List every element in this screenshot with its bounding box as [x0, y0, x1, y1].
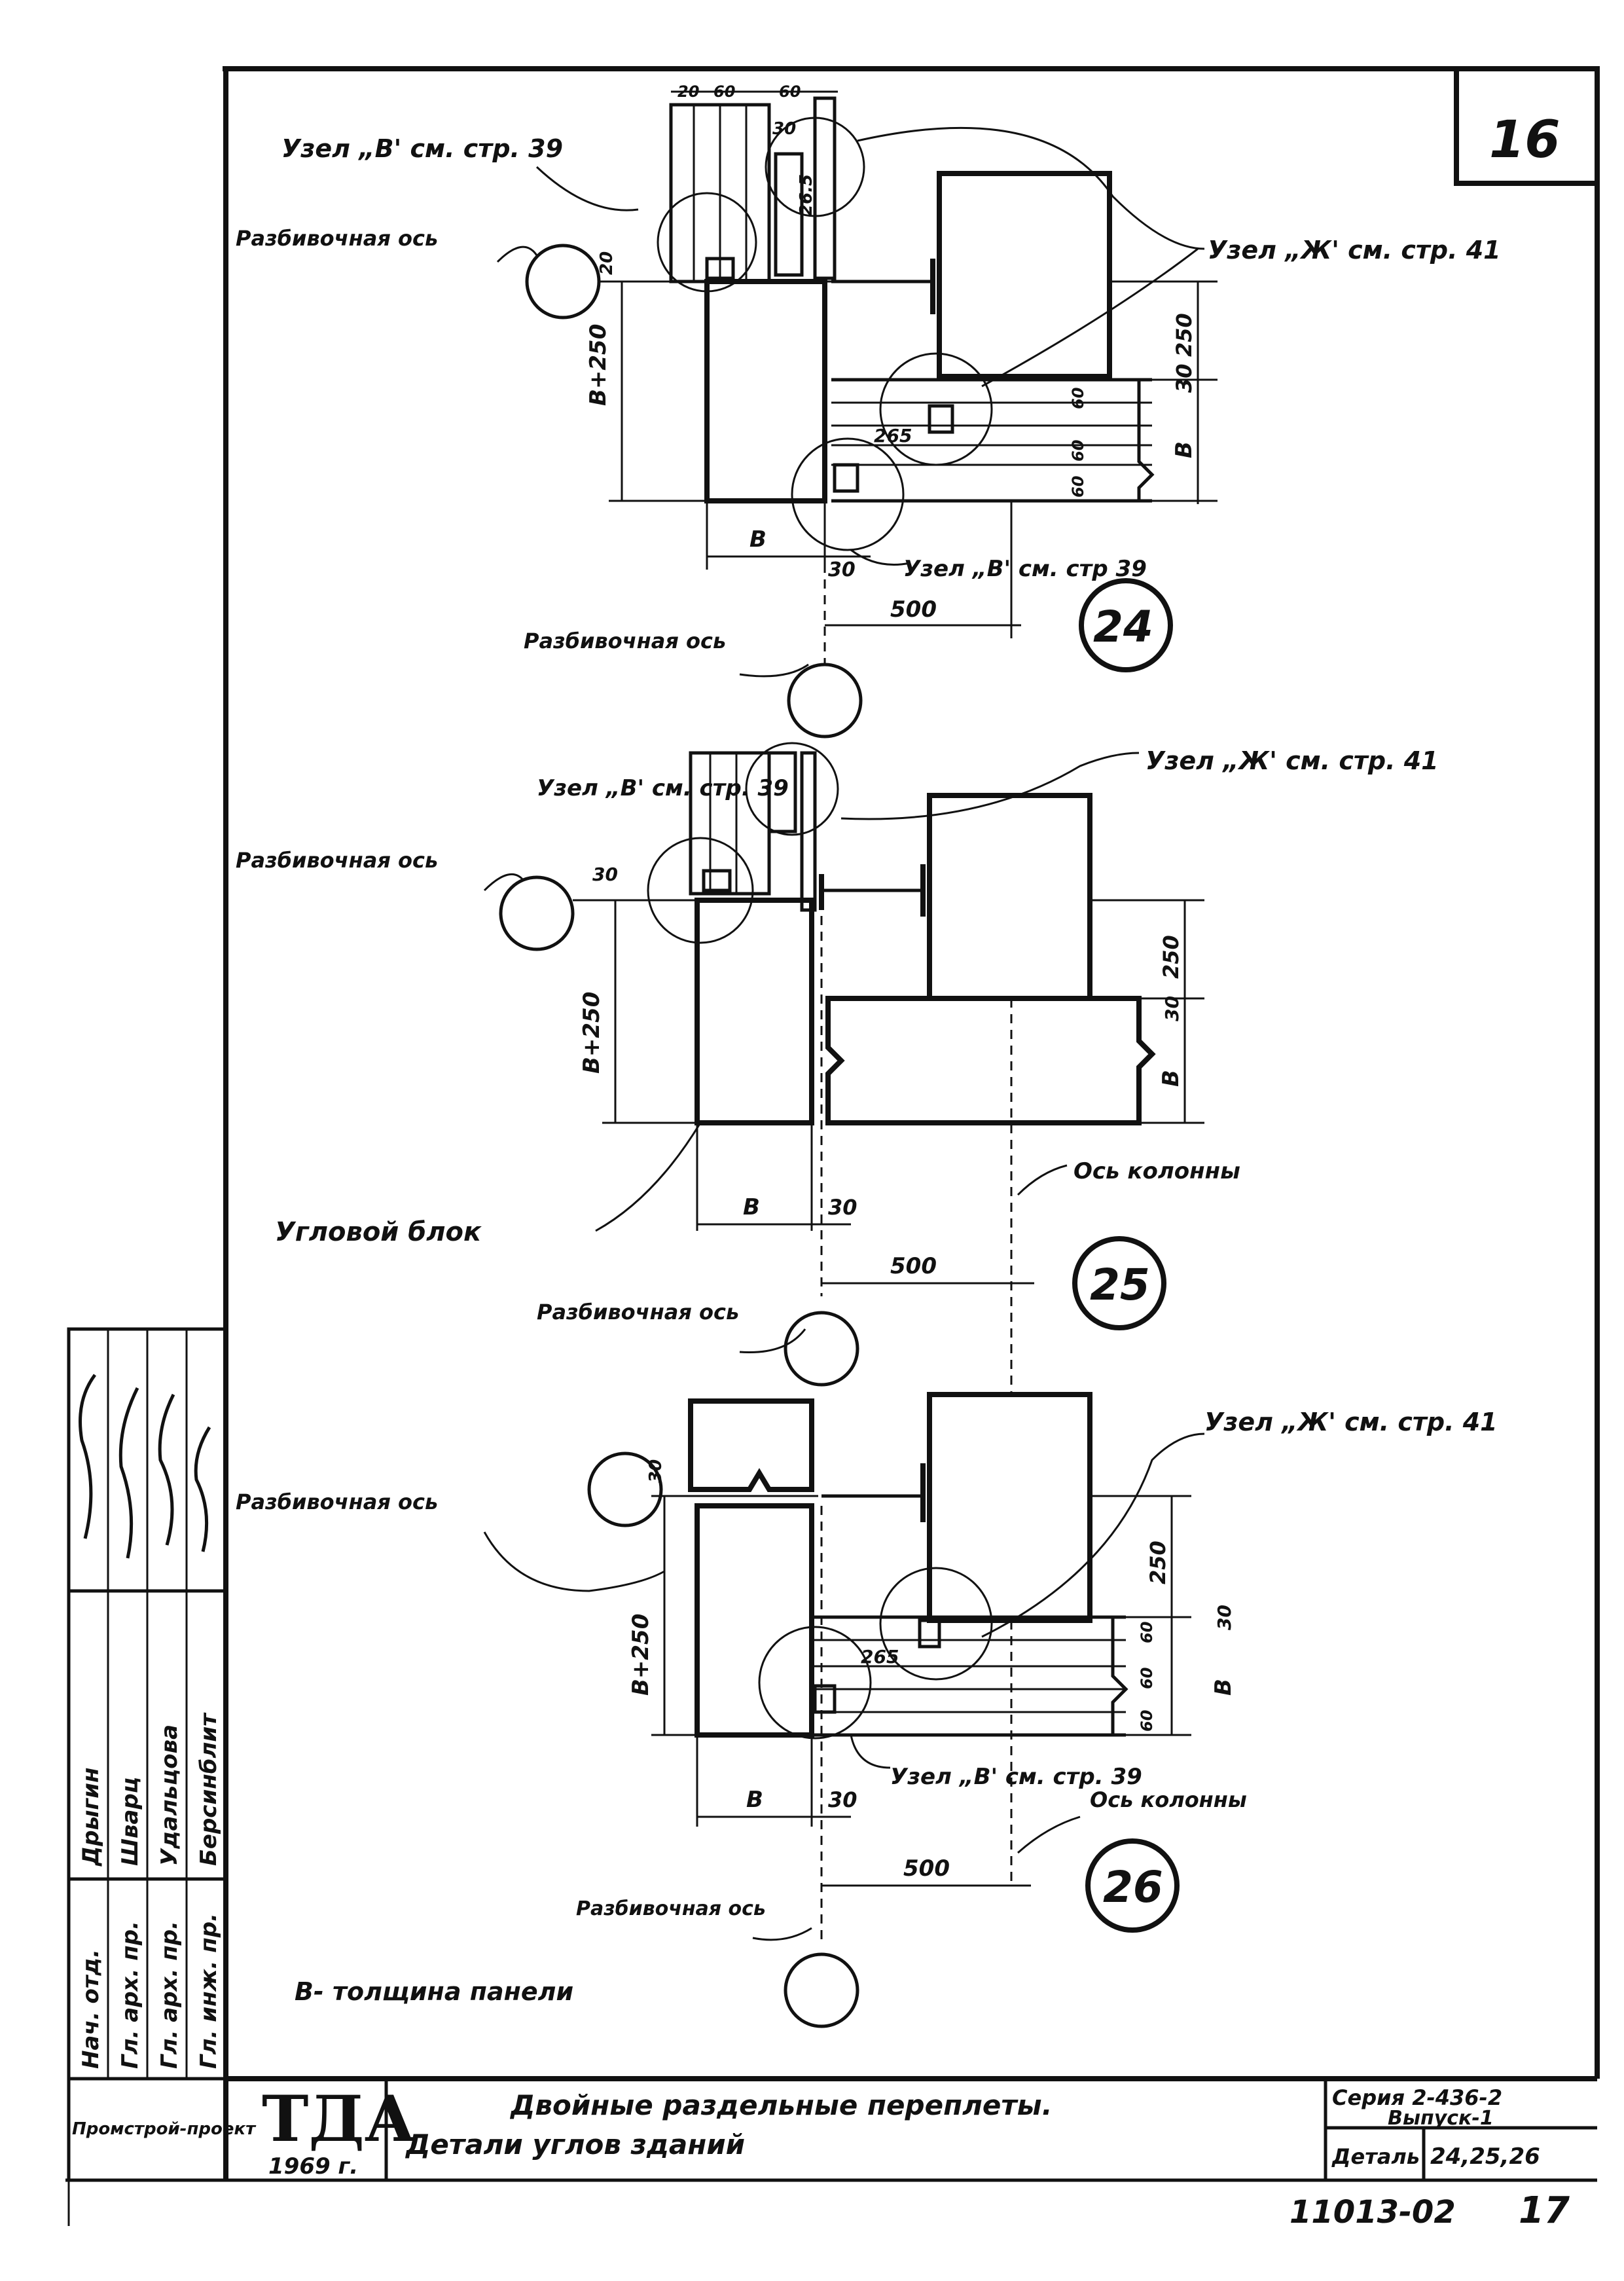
svg-text:60: 60: [1069, 440, 1087, 462]
series: Серия 2-436-2: [1332, 2085, 1502, 2110]
label-axis-bottom: Разбивочная ось: [576, 1897, 766, 1920]
svg-text:Дрыгин: Дрыгин: [78, 1768, 104, 1867]
axis-marker-bottom: [784, 1952, 859, 2028]
svg-text:Шварц: Шварц: [117, 1777, 143, 1866]
svg-text:60: 60: [1138, 1710, 1156, 1732]
label-column-axis: Ось колонны: [1090, 1787, 1247, 1812]
detail-numbers: 24,25,26: [1430, 2144, 1540, 2170]
svg-text:B+250: B+250: [585, 324, 611, 406]
organization: Промстрой-проект: [72, 2119, 257, 2139]
svg-text:30: 30: [1172, 363, 1197, 393]
svg-text:20: 20: [677, 82, 699, 101]
svg-text:B: B: [1171, 441, 1197, 458]
svg-text:20: 20: [597, 251, 617, 275]
detail-number-26: 26: [1103, 1862, 1163, 1912]
svg-text:60: 60: [1138, 1622, 1156, 1643]
approval-block: Нач. отд. Гл. арх. пр. Гл. арх. пр. Гл. …: [67, 1327, 257, 2182]
detail-26: 30 B+250 250 30 B 265 60 60 60 B 30 500 …: [236, 1392, 1498, 2028]
axis-marker-bottom: [787, 663, 863, 739]
svg-text:B+250: B+250: [628, 1614, 654, 1696]
svg-text:250: 250: [1159, 935, 1183, 979]
label-axis: Разбивочная ось: [236, 1489, 438, 1514]
issue: Выпуск-1: [1388, 2107, 1494, 2130]
logo: ТДА: [262, 2082, 416, 2156]
svg-text:60: 60: [1069, 476, 1087, 498]
svg-text:26.5: 26.5: [797, 174, 816, 216]
label-node-b: Узел „В' см. стр. 39: [537, 775, 789, 801]
label-axis: Разбивочная ось: [236, 848, 438, 873]
svg-text:265: 265: [874, 425, 912, 447]
label-node-b-top: Узел „В' см. стр. 39: [281, 134, 563, 163]
label-axis: Разбивочная ось: [236, 226, 438, 251]
label-axis-bottom: Разбивочная ось: [537, 1300, 739, 1324]
svg-text:500: 500: [890, 596, 937, 623]
page-number-box: 16: [1454, 66, 1600, 186]
svg-text:30: 30: [1161, 996, 1183, 1021]
svg-text:B+250: B+250: [579, 992, 605, 1074]
svg-text:60: 60: [1069, 388, 1087, 409]
legend-b-thickness: B- толщина панели: [295, 1977, 573, 2006]
svg-text:30: 30: [646, 1459, 666, 1483]
svg-text:Гл. арх. пр.: Гл. арх. пр.: [117, 1921, 143, 2069]
detail-25: 30 B+250 250 30 B B 30 500 Узел „В' см. …: [236, 742, 1439, 1395]
svg-text:30: 30: [828, 1787, 857, 1812]
svg-text:Нач. отд.: Нач. отд.: [78, 1949, 104, 2069]
axis-marker-bottom: [784, 1311, 859, 1387]
svg-text:30: 30: [828, 1195, 857, 1220]
axis-marker: [525, 244, 601, 319]
title-line-1: Двойные раздельные переплеты.: [509, 2089, 1053, 2121]
detail-label: Деталь: [1331, 2144, 1420, 2169]
sheet-frame: [65, 66, 1600, 2226]
svg-text:250: 250: [1146, 1541, 1170, 1584]
svg-text:Удальцова: Удальцова: [156, 1724, 183, 1866]
svg-text:500: 500: [903, 1855, 950, 1882]
svg-text:500: 500: [890, 1253, 937, 1279]
svg-text:60: 60: [1138, 1668, 1156, 1689]
detail-number-24: 24: [1093, 602, 1153, 652]
svg-text:Гл. инж. пр.: Гл. инж. пр.: [196, 1913, 222, 2069]
svg-text:B: B: [743, 1194, 760, 1220]
title-block: ТДА 1969 г. Двойные раздельные переплеты…: [224, 2079, 1597, 2180]
svg-text:Берсинблит: Берсинблит: [196, 1712, 222, 1866]
svg-text:B: B: [1158, 1070, 1184, 1087]
bottom-page: 17: [1519, 2189, 1570, 2232]
axis-marker: [499, 875, 575, 951]
label-node-zh: Узел „Ж' см. стр. 41: [1204, 1408, 1498, 1436]
label-column-axis: Ось колонны: [1074, 1158, 1240, 1184]
label-axis-bottom: Разбивочная ось: [524, 629, 726, 653]
label-node-b: Узел „В' см. стр. 39: [890, 1764, 1142, 1790]
svg-text:Гл. арх. пр.: Гл. арх. пр.: [156, 1921, 183, 2069]
svg-text:60: 60: [713, 82, 735, 101]
svg-text:B: B: [1210, 1679, 1236, 1696]
label-node-b-bottom: Узел „В' см. стр 39: [903, 556, 1147, 582]
detail-number-25: 25: [1090, 1260, 1150, 1310]
svg-text:250: 250: [1172, 313, 1197, 357]
bottom-number: 11013-02: [1290, 2194, 1456, 2231]
detail-24: 20 60 60 30 26.5 20 B+250: [236, 82, 1501, 739]
page-number: 16: [1489, 111, 1561, 170]
svg-text:30: 30: [828, 558, 856, 581]
label-corner-block: Угловой блок: [275, 1217, 482, 1247]
svg-text:30: 30: [592, 864, 618, 885]
svg-text:30: 30: [1214, 1605, 1235, 1630]
svg-text:B: B: [746, 1787, 763, 1813]
label-node-zh: Узел „Ж' см. стр. 41: [1146, 746, 1439, 775]
svg-text:60: 60: [779, 82, 801, 101]
label-node-zh: Узел „Ж' см. стр. 41: [1208, 236, 1501, 265]
svg-text:265: 265: [861, 1646, 899, 1668]
title-line-2: Детали углов зданий: [405, 2128, 745, 2161]
axis-marker: [587, 1451, 663, 1527]
svg-text:B: B: [749, 526, 767, 553]
year: 1969 г.: [268, 2153, 358, 2180]
